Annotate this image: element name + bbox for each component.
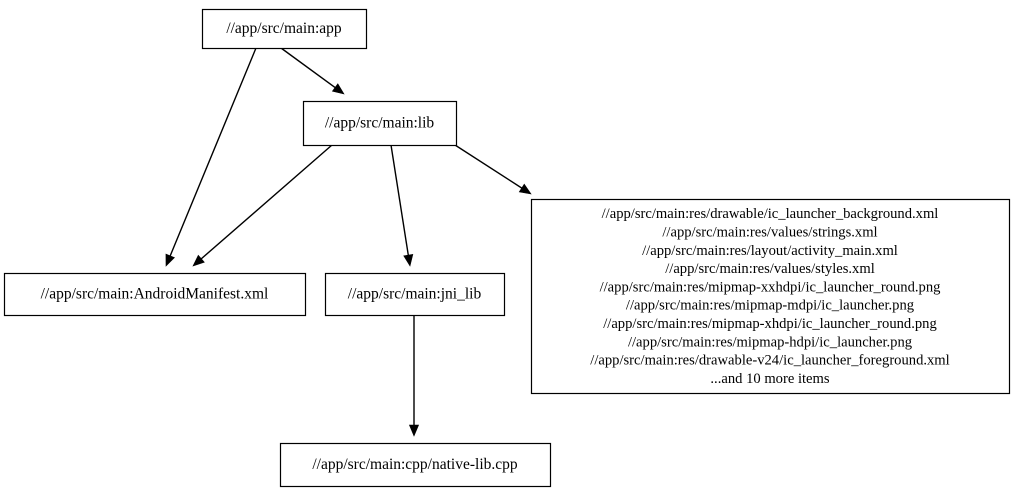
edge-line — [280, 47, 337, 89]
edges-layer — [165, 47, 532, 437]
node-box-lib[interactable] — [302, 100, 458, 147]
node-label-jni_lib: //app/src/main:jni_lib — [348, 286, 482, 303]
graph-edge-app-to-manifest — [165, 47, 257, 267]
edge-arrowhead — [192, 254, 205, 267]
graph-edge-lib-to-manifest — [192, 144, 333, 267]
edge-arrowhead — [165, 253, 175, 267]
edge-line — [390, 144, 410, 257]
edge-line — [454, 144, 524, 190]
graph-edge-lib-to-resources — [454, 144, 532, 195]
node-label-line: //app/src/main:res/mipmap-hdpi/ic_launch… — [628, 334, 913, 350]
node-label-line: //app/src/main:res/drawable-v24/ic_launc… — [590, 353, 949, 369]
nodes-layer: //app/src/main:app //app/src/main:lib //ap… — [3, 8, 1011, 488]
node-label-lib: //app/src/main:lib — [325, 115, 435, 132]
edge-arrowhead — [518, 183, 532, 195]
node-label-resources: //app/src/main:res/drawable/ic_launcher_… — [590, 206, 949, 387]
node-box-resources[interactable] — [530, 198, 1011, 395]
edge-arrowhead — [408, 424, 420, 437]
graph-node-native_lib[interactable]: //app/src/main:cpp/native-lib.cpp — [279, 442, 552, 488]
node-box-native_lib[interactable] — [279, 442, 552, 488]
edge-arrowhead — [403, 254, 414, 267]
graph-node-resources[interactable]: //app/src/main:res/drawable/ic_launcher_… — [530, 198, 1011, 395]
graph-node-app[interactable]: //app/src/main:app — [201, 8, 368, 50]
node-box-jni_lib[interactable] — [324, 272, 506, 317]
node-label-line: //app/src/main:res/mipmap-mdpi/ic_launch… — [626, 298, 915, 314]
edge-line — [168, 47, 257, 258]
node-label-line: //app/src/main:res/values/styles.xml — [665, 261, 875, 277]
graph-node-jni_lib[interactable]: //app/src/main:jni_lib — [324, 272, 506, 317]
edge-arrowhead — [331, 83, 345, 95]
graph-node-manifest[interactable]: //app/src/main:AndroidManifest.xml — [3, 272, 307, 317]
node-box-manifest[interactable] — [3, 272, 307, 317]
node-box-app[interactable] — [201, 8, 368, 50]
graph-edge-app-to-lib — [280, 47, 345, 95]
node-label-line: ...and 10 more items — [710, 371, 829, 387]
graph-edge-jni-lib-to-native — [408, 315, 420, 437]
node-label-app: //app/src/main:app — [226, 20, 342, 37]
node-label-native_lib: //app/src/main:cpp/native-lib.cpp — [312, 456, 518, 473]
graph-edge-lib-to-jni-lib — [390, 144, 414, 267]
graph-node-lib[interactable]: //app/src/main:lib — [302, 100, 458, 147]
edge-line — [199, 144, 333, 261]
node-label-line: //app/src/main:res/layout/activity_main.… — [642, 243, 898, 259]
node-label-line: //app/src/main:res/mipmap-xxhdpi/ic_laun… — [600, 279, 942, 295]
node-label-line: //app/src/main:res/drawable/ic_launcher_… — [602, 206, 939, 222]
node-label-line: //app/src/main:res/mipmap-xhdpi/ic_launc… — [603, 316, 937, 332]
node-label-manifest: //app/src/main:AndroidManifest.xml — [41, 286, 269, 303]
node-label-line: //app/src/main:res/values/strings.xml — [662, 225, 877, 241]
